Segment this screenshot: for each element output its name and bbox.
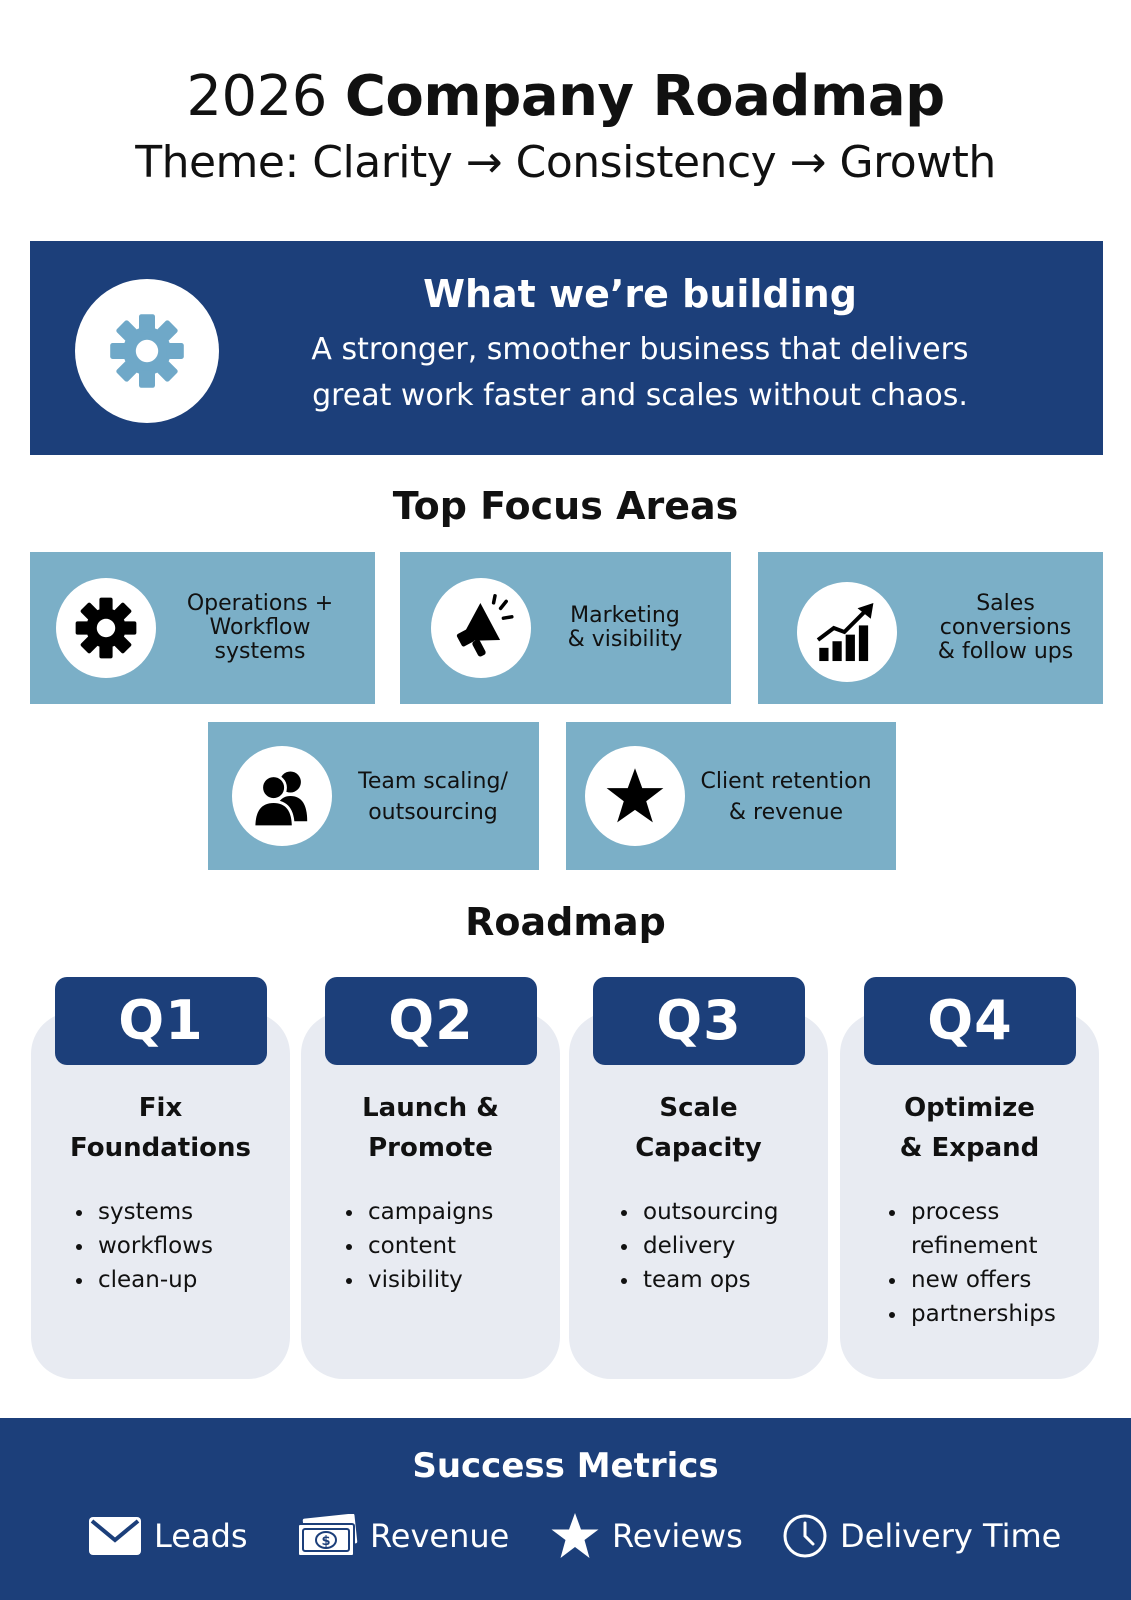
focus-card-sales: Sales conversions & follow ups bbox=[758, 552, 1103, 704]
list-item: clean-up bbox=[72, 1263, 272, 1297]
list-item: new offers bbox=[885, 1263, 1065, 1297]
building-line-1: A stronger, smoother business that deliv… bbox=[311, 332, 969, 367]
building-description: A stronger, smoother business that deliv… bbox=[270, 327, 1010, 419]
quarter-title-q1: Fix Foundations bbox=[70, 1093, 251, 1163]
list-item: partnerships bbox=[885, 1297, 1065, 1331]
metric-label: Leads bbox=[154, 1517, 248, 1555]
focus-label-marketing: Marketing & visibility bbox=[567, 603, 683, 652]
list-item: systems bbox=[72, 1195, 272, 1229]
metric-leads: Leads bbox=[88, 1508, 248, 1564]
metric-label: Reviews bbox=[612, 1517, 743, 1555]
growth-chart-icon bbox=[816, 602, 874, 662]
metric-label: Delivery Time bbox=[840, 1517, 1062, 1555]
quarter-badge-q1: Q1 bbox=[55, 977, 267, 1065]
quarter-list-q4: process refinement new offers partnershi… bbox=[885, 1195, 1065, 1331]
list-item: outsourcing bbox=[617, 1195, 817, 1229]
building-icon-circle bbox=[75, 279, 219, 423]
team-icon bbox=[252, 771, 308, 829]
quarter-title-q4: Optimize & Expand bbox=[899, 1093, 1040, 1163]
star-icon bbox=[551, 1513, 599, 1558]
focus-card-marketing: Marketing & visibility bbox=[400, 552, 731, 704]
metric-reviews: Reviews bbox=[550, 1508, 743, 1564]
focus-card-team: Team scaling/ outsourcing bbox=[208, 722, 539, 870]
megaphone-icon bbox=[456, 594, 514, 657]
clock-icon bbox=[783, 1514, 827, 1558]
list-item: campaigns bbox=[342, 1195, 542, 1229]
quarter-badge-q2: Q2 bbox=[325, 977, 537, 1065]
focus-section-title: Top Focus Areas bbox=[392, 484, 739, 528]
gear-icon bbox=[110, 314, 184, 388]
star-icon bbox=[606, 768, 664, 823]
metric-revenue: $ Revenue bbox=[296, 1508, 509, 1564]
metric-label: Revenue bbox=[370, 1517, 510, 1555]
focus-label-sales: Sales conversions & follow ups bbox=[937, 591, 1074, 664]
svg-text:$: $ bbox=[321, 1534, 330, 1549]
quarter-list-q3: outsourcing delivery team ops bbox=[617, 1195, 817, 1297]
metric-delivery-time: Delivery Time bbox=[782, 1508, 1061, 1564]
quarter-card-q2 bbox=[301, 1012, 560, 1379]
building-heading: What we’re building bbox=[423, 272, 857, 316]
focus-icon-circle bbox=[431, 578, 531, 678]
focus-card-operations: Operations + Workflow systems bbox=[30, 552, 375, 704]
quarter-card-q4 bbox=[840, 1012, 1099, 1379]
focus-icon-circle bbox=[585, 746, 685, 846]
list-item: delivery bbox=[617, 1229, 817, 1263]
quarter-title-q3: Scale Capacity bbox=[635, 1093, 762, 1163]
quarter-badge-q4: Q4 bbox=[864, 977, 1076, 1065]
building-line-2: great work faster and scales without cha… bbox=[312, 378, 968, 413]
title-year: 2026 bbox=[186, 64, 327, 129]
page-header: 2026 Company Roadmap Theme: Clarity → Con… bbox=[0, 62, 1131, 192]
theme-subtitle: Theme: Clarity → Consistency → Growth bbox=[135, 137, 996, 188]
focus-label-operations: Operations + Workflow systems bbox=[186, 591, 334, 664]
roadmap-section-title: Roadmap bbox=[465, 900, 666, 944]
list-item: team ops bbox=[617, 1263, 817, 1297]
quarter-card-q3 bbox=[569, 1012, 828, 1379]
list-item: process refinement bbox=[885, 1195, 1065, 1263]
envelope-icon bbox=[89, 1517, 141, 1555]
quarter-card-q1 bbox=[31, 1012, 290, 1379]
focus-icon-circle bbox=[232, 746, 332, 846]
metrics-footer: Success Metrics Leads $ Revenue Reviews … bbox=[0, 1418, 1131, 1600]
quarter-title-q2: Launch & Promote bbox=[362, 1093, 499, 1163]
focus-label-team: Team scaling/ outsourcing bbox=[358, 769, 508, 825]
focus-icon-circle bbox=[797, 582, 897, 682]
list-item: workflows bbox=[72, 1229, 272, 1263]
page-title: 2026 Company Roadmap bbox=[0, 62, 1131, 132]
list-item: visibility bbox=[342, 1263, 542, 1297]
quarter-badge-q3: Q3 bbox=[593, 977, 805, 1065]
quarter-list-q2: campaigns content visibility bbox=[342, 1195, 542, 1297]
metrics-title: Success Metrics bbox=[412, 1446, 719, 1486]
focus-card-retention: Client retention & revenue bbox=[566, 722, 896, 870]
money-icon: $ bbox=[297, 1514, 358, 1557]
gear-icon bbox=[75, 597, 137, 659]
building-banner: What we’re building A stronger, smoother… bbox=[30, 241, 1103, 455]
title-text: Company Roadmap bbox=[344, 64, 945, 129]
quarter-list-q1: systems workflows clean-up bbox=[72, 1195, 272, 1297]
focus-icon-circle bbox=[56, 578, 156, 678]
focus-label-retention: Client retention & revenue bbox=[700, 769, 872, 825]
list-item: content bbox=[342, 1229, 542, 1263]
